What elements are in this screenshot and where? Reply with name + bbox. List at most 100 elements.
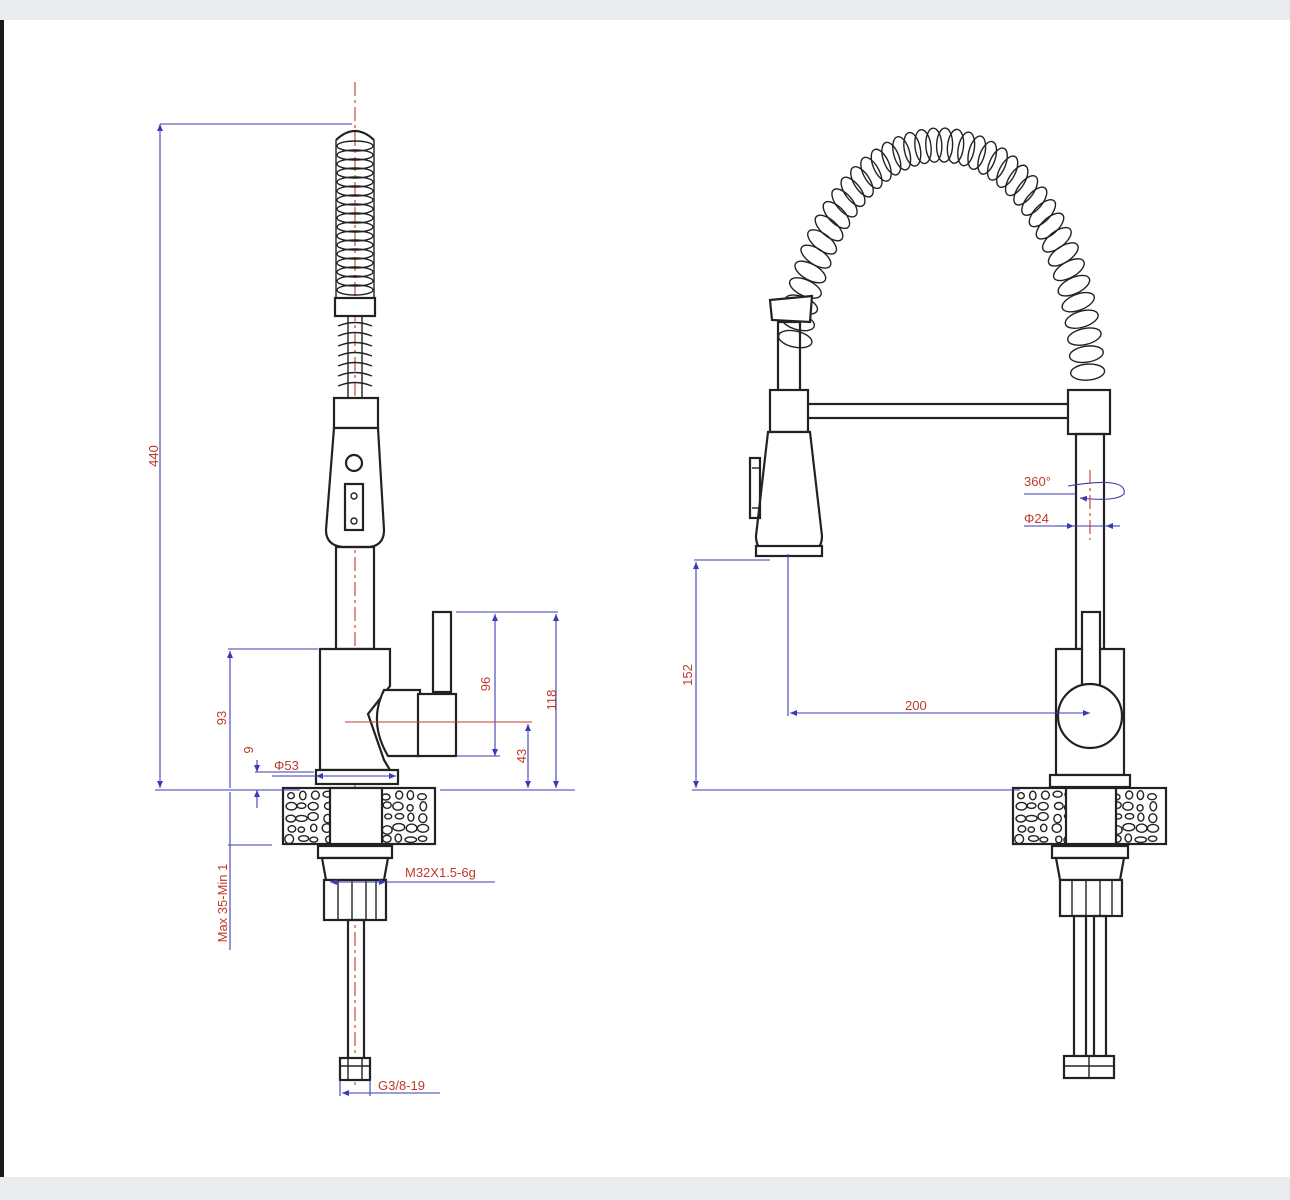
pebble-hatch <box>1039 836 1049 843</box>
spring-coil <box>337 371 373 377</box>
pebble-hatch <box>394 812 405 820</box>
spring-coil <box>977 140 998 175</box>
spring-coil <box>870 148 892 182</box>
spring-coil <box>914 128 932 165</box>
pebble-hatch <box>1124 812 1135 820</box>
spring-coil <box>967 135 987 170</box>
pebble-hatch <box>285 801 298 811</box>
spring-coil <box>337 341 373 347</box>
pebble-hatch <box>1027 835 1040 843</box>
pebble-hatch <box>285 814 297 823</box>
spring-coil <box>1057 274 1091 297</box>
front-spray-head <box>748 388 824 558</box>
spring-coil <box>881 141 902 176</box>
spring-coil <box>336 212 374 224</box>
spring-coil <box>800 244 832 269</box>
spring-coil <box>935 127 954 163</box>
spring-coil <box>1021 186 1048 216</box>
pebble-hatch <box>404 836 418 844</box>
pebble-hatch <box>1148 813 1158 824</box>
spring-coil <box>336 203 374 215</box>
pebble-hatch <box>1055 835 1063 844</box>
pebble-hatch <box>1017 825 1027 833</box>
dim-flange-offset: 9 <box>241 746 256 753</box>
dim-lever-axis-height: 43 <box>514 749 529 763</box>
side-countertop <box>281 786 437 846</box>
spring-coil <box>336 158 374 170</box>
dim-hose-connection: G3/8-19 <box>378 1078 425 1093</box>
pebble-hatch <box>1053 801 1064 811</box>
dim-deck-thickness: Max 35-Min 1 <box>215 864 230 943</box>
dim-column-diameter: Φ24 <box>1024 511 1049 526</box>
pebble-hatch <box>1028 790 1037 801</box>
pebble-hatch <box>1124 833 1133 843</box>
dim-rotation: 360° <box>1024 474 1051 489</box>
side-view: 440 93 9 Φ53 M32X1.5-6g Max 35-Min 1 G3/… <box>146 82 575 1096</box>
pebble-hatch <box>1135 823 1148 834</box>
side-spring-collar <box>333 296 377 318</box>
pebble-hatch <box>384 813 393 820</box>
spring-coil <box>807 229 838 255</box>
pebble-hatch <box>416 793 428 801</box>
spring-coil <box>336 167 374 179</box>
side-supply-hose <box>346 918 366 1064</box>
pebble-hatch <box>1136 804 1144 812</box>
spring-coil <box>850 166 874 198</box>
front-view: 152 200 360° Φ24 <box>680 127 1168 1080</box>
pebble-hatch <box>1124 790 1134 800</box>
pebble-hatch <box>295 814 308 823</box>
pebble-hatch <box>307 811 319 822</box>
spring-coil <box>860 156 883 190</box>
pebble-hatch <box>310 790 321 801</box>
spring-coil <box>336 176 374 188</box>
pebble-hatch <box>395 790 404 800</box>
pebble-hatch <box>1137 812 1145 822</box>
pebble-hatch <box>1037 801 1049 811</box>
pebble-hatch <box>1051 823 1063 834</box>
dim-spout-clearance: 152 <box>680 664 695 686</box>
spring-coil <box>1004 164 1029 197</box>
pebble-hatch <box>406 804 414 812</box>
front-hose-left <box>1072 914 1088 1060</box>
spring-coil <box>903 131 922 167</box>
pebble-hatch <box>381 834 392 843</box>
pebble-hatch <box>297 826 306 833</box>
front-body <box>1048 610 1132 789</box>
pebble-hatch <box>1040 790 1051 801</box>
side-hose-nut <box>338 1056 372 1082</box>
spring-coil <box>1035 212 1065 240</box>
spring-coil <box>1047 242 1079 267</box>
pebble-hatch <box>298 790 307 801</box>
spring-coil <box>337 351 373 357</box>
spring-coil <box>336 185 374 197</box>
spring-coil <box>892 136 912 171</box>
spring-coil <box>1061 291 1096 313</box>
side-spring <box>335 129 375 298</box>
front-spout-arm <box>804 402 1074 420</box>
side-mounting-nut <box>316 844 394 922</box>
spring-coil <box>336 221 374 233</box>
spring-coil <box>336 266 374 278</box>
dim-handle-height: 96 <box>478 677 493 691</box>
bottom-band <box>0 1177 1290 1200</box>
spring-coil <box>957 131 976 167</box>
pebble-hatch <box>1146 823 1160 833</box>
spring-coil <box>337 381 373 387</box>
spring-coil <box>336 284 374 296</box>
spring-coil <box>1052 258 1085 282</box>
pebble-hatch <box>381 825 393 835</box>
pebble-hatch <box>407 812 415 822</box>
spring-coil <box>1013 174 1039 206</box>
pebble-hatch <box>296 802 307 810</box>
pebble-hatch <box>382 801 392 809</box>
spring-coil <box>840 176 866 208</box>
spring-coil <box>986 147 1008 181</box>
pebble-hatch <box>1134 836 1148 844</box>
pebble-hatch <box>307 801 319 811</box>
spring-coil <box>1028 199 1057 228</box>
pebble-hatch <box>1122 801 1134 811</box>
pebble-hatch <box>1052 790 1063 798</box>
spring-coil <box>1067 327 1102 346</box>
pebble-hatch <box>419 801 428 812</box>
